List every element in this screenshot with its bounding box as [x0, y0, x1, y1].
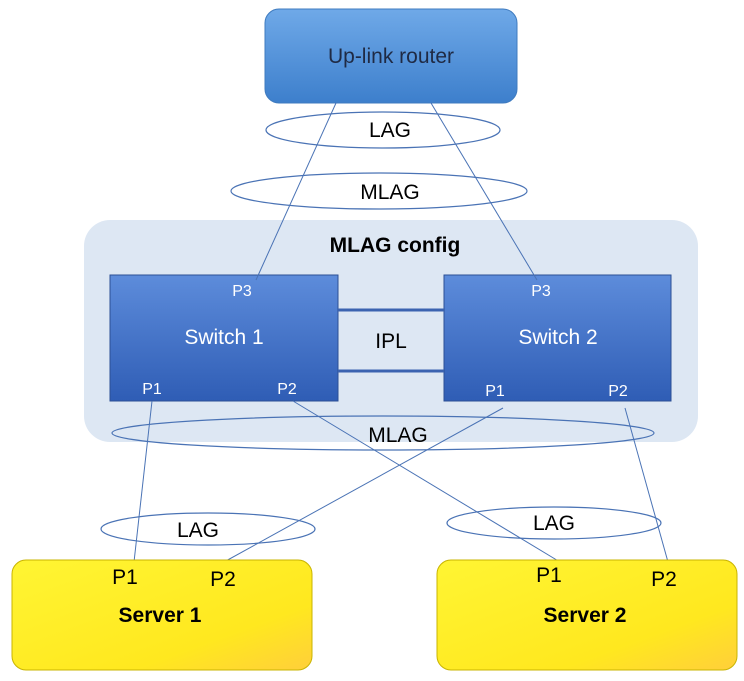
server2-lag-ellipse [446, 506, 662, 540]
server2-lag-label: LAG [533, 512, 575, 535]
link-sw2p1-srv1p2 [223, 407, 504, 563]
server-1-label: Server 1 [119, 604, 202, 627]
server-1-port-p1: P1 [112, 566, 138, 589]
server-2-port-p1: P1 [536, 564, 562, 587]
server-1-port-p2: P2 [210, 568, 236, 591]
switch-2-label: Switch 2 [518, 326, 597, 349]
ipl-label: IPL [375, 330, 407, 353]
link-sw1p1-srv1p1 [133, 400, 153, 563]
router-mlag-label: MLAG [360, 181, 420, 204]
switch-1-port-p3: P3 [232, 283, 252, 300]
link-sw1p2-srv2p1 [292, 400, 561, 563]
uplink-router-label: Up-link router [328, 45, 454, 68]
server-mlag-ellipse [111, 415, 655, 451]
switch-1-port-p2: P2 [277, 381, 297, 398]
server-2-port-p2: P2 [651, 568, 677, 591]
mlag-config-title: MLAG config [330, 234, 461, 257]
server-2-label: Server 2 [544, 604, 627, 627]
link-router-switch1 [255, 102, 337, 281]
router-mlag-ellipse [230, 172, 528, 210]
server-1 [11, 559, 313, 671]
router-lag-label: LAG [369, 119, 411, 142]
server-2 [436, 559, 738, 671]
switch-1 [109, 274, 339, 402]
link-sw2p2-srv2p2 [624, 407, 669, 563]
server-mlag-label: MLAG [368, 424, 428, 447]
switch-2-port-p2: P2 [608, 383, 628, 400]
link-router-switch2 [430, 102, 538, 281]
switch-1-label: Switch 1 [184, 326, 263, 349]
switch-2-port-p3: P3 [531, 283, 551, 300]
server1-lag-label: LAG [177, 519, 219, 542]
switch-2-port-p1: P1 [485, 383, 505, 400]
switch-2 [443, 274, 672, 402]
switch-1-port-p1: P1 [142, 381, 162, 398]
uplink-router [264, 8, 518, 104]
server1-lag-ellipse [100, 512, 316, 546]
router-lag-ellipse [265, 111, 501, 149]
